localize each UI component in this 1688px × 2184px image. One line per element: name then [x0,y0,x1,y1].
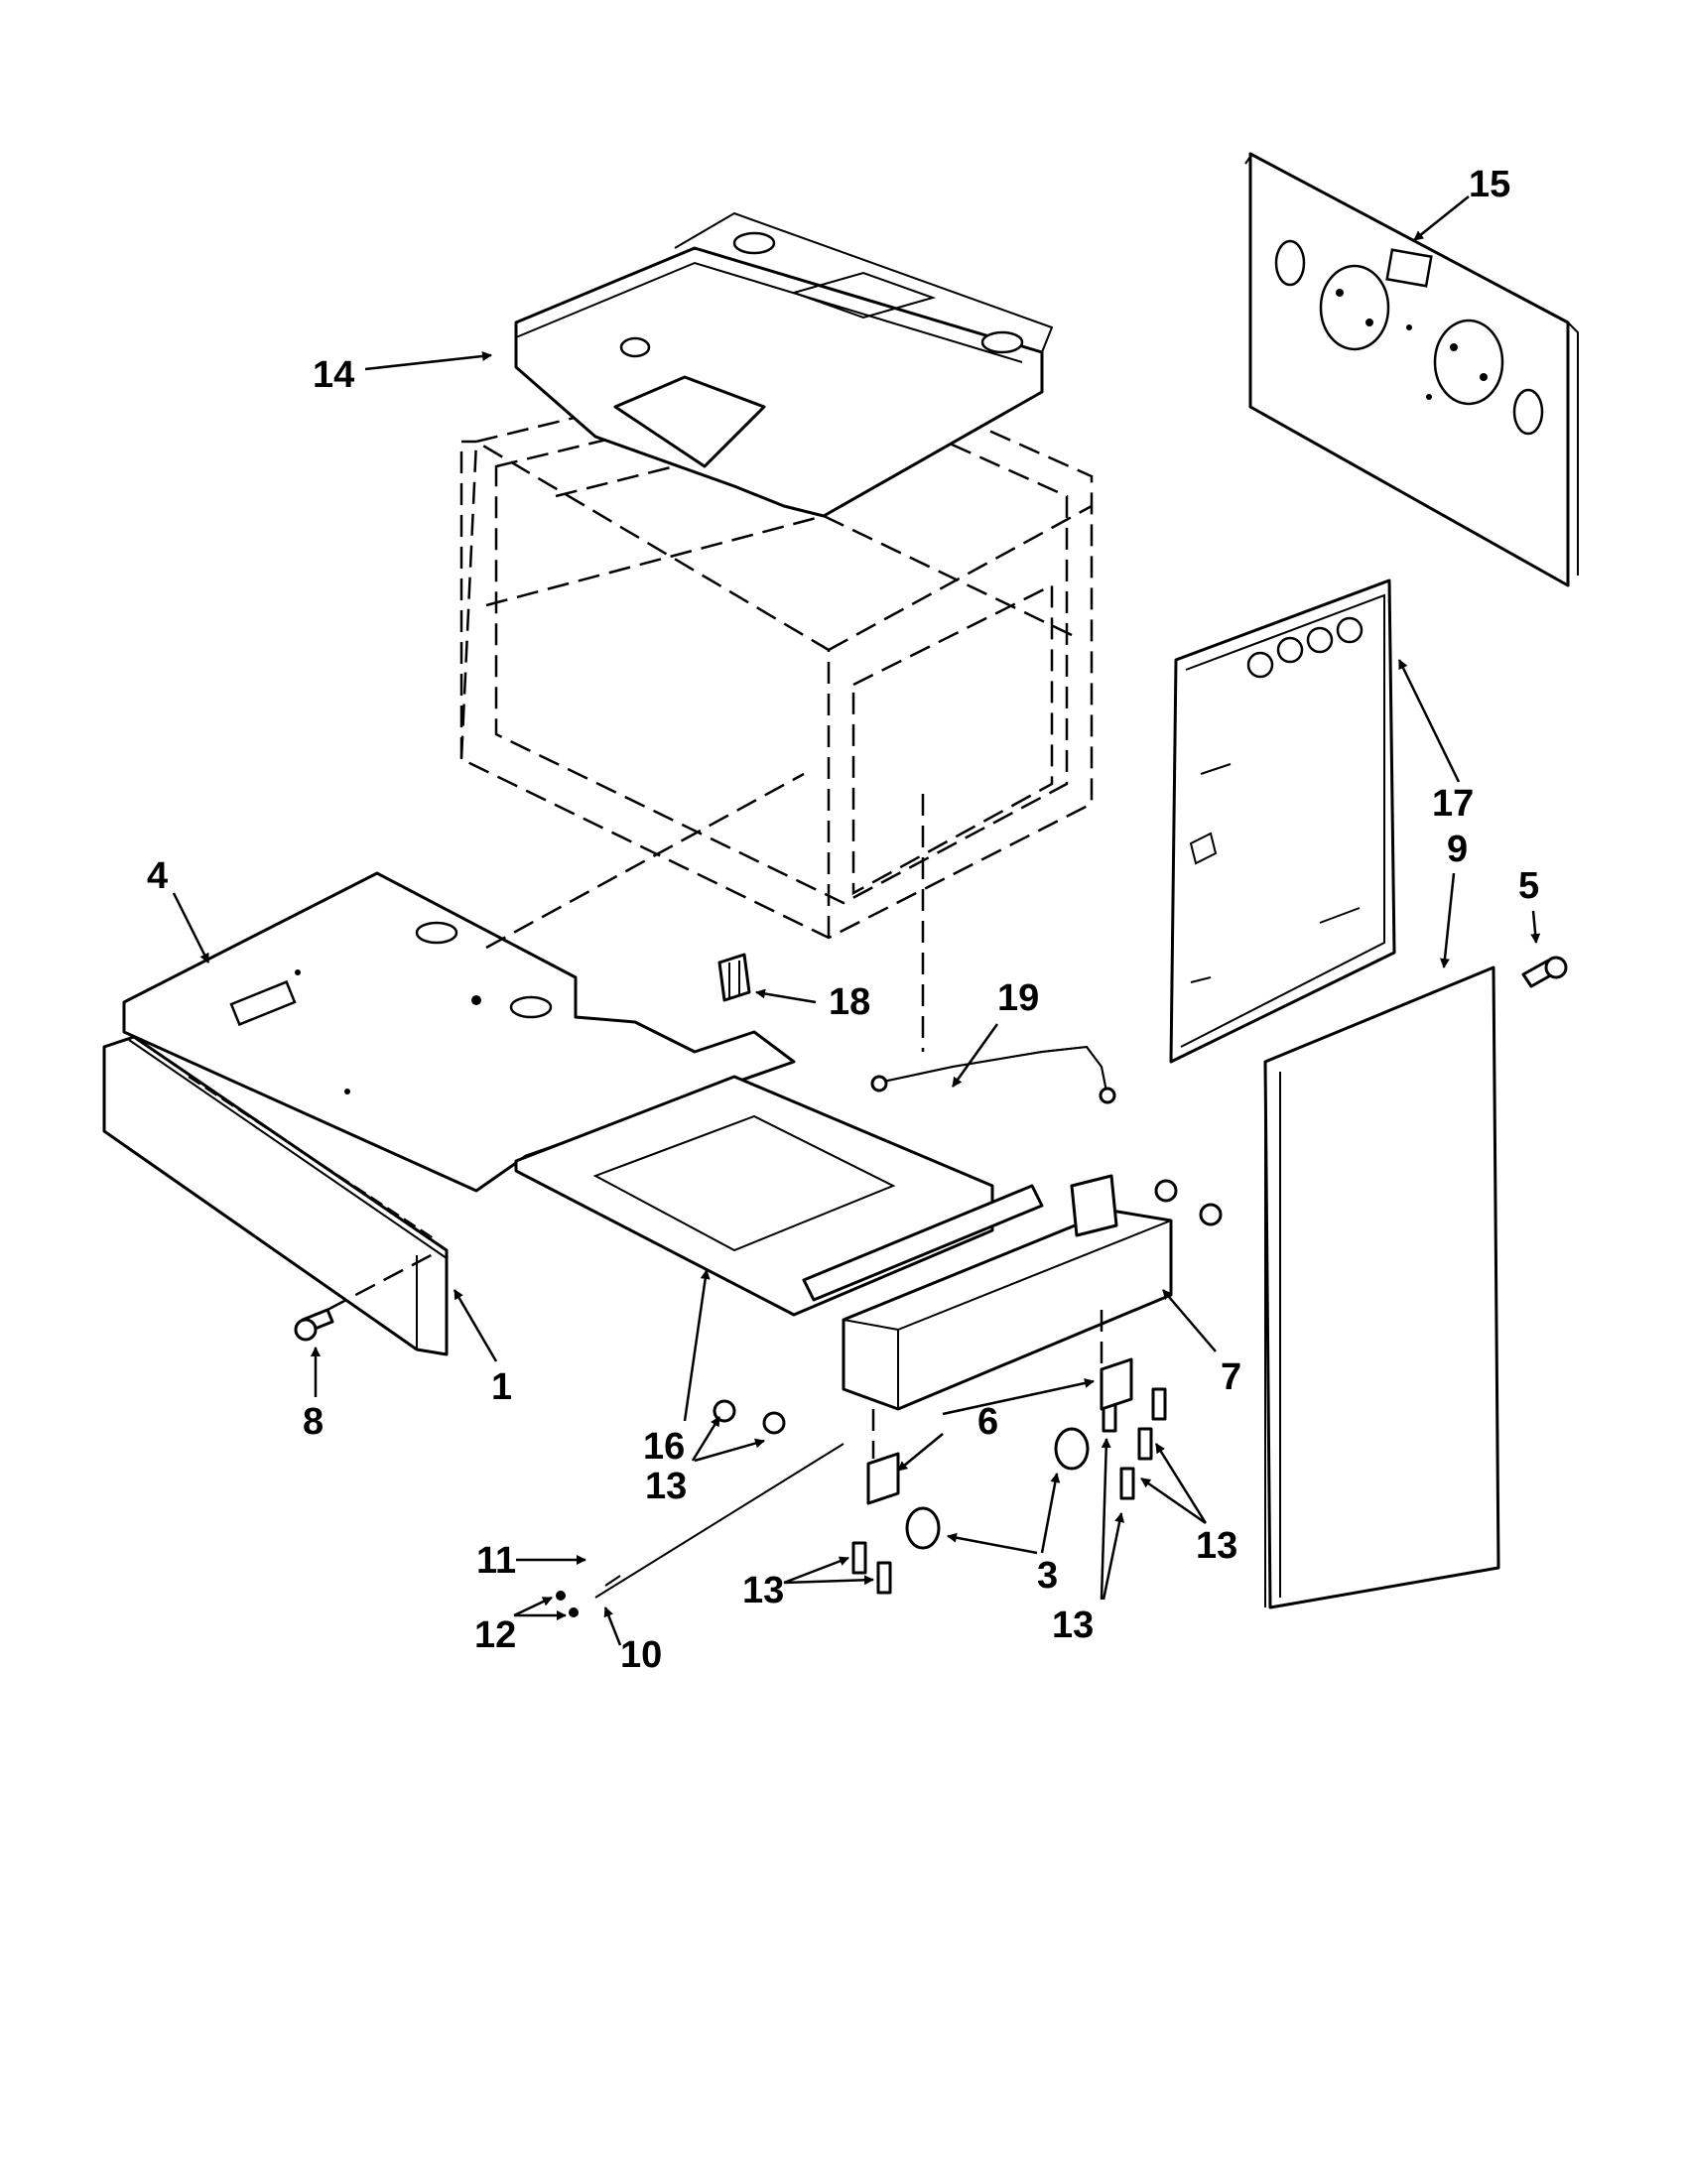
valves-part-3-and-6 [866,1357,1133,1550]
leader-arrows [172,195,1541,1646]
side-trim-panel-part-9 [1263,965,1500,1609]
callout-5: 5 [1518,865,1539,907]
callout-3: 3 [1037,1555,1058,1597]
callout-labels: 14 15 17 9 5 4 18 19 7 1 8 16 6 13 3 13 … [147,164,1539,1676]
callout-1: 1 [491,1366,512,1408]
rear-panel-part-15 [1244,152,1579,587]
callout-13-left: 13 [645,1466,687,1507]
callout-6: 6 [977,1401,998,1443]
callout-13-lower-right: 13 [1052,1605,1094,1646]
screw-part-8 [294,1308,334,1342]
bottom-panel-part-4 [122,871,796,1193]
top-panel-part-14 [514,211,1054,518]
callout-16: 16 [643,1426,685,1468]
bracket-part-18 [717,953,751,1002]
callout-11: 11 [476,1540,516,1582]
callout-18: 18 [829,981,870,1023]
front-trim-part-1 [102,1035,449,1356]
side-panel-part-17 [1169,578,1396,1064]
gas-tube-part-19 [870,1045,1116,1104]
callout-10: 10 [620,1634,662,1676]
callout-13-lower-left: 13 [742,1570,784,1611]
callout-7: 7 [1221,1356,1241,1398]
callout-17: 17 [1432,783,1474,825]
bottom-tray-part-16 [514,1075,1044,1317]
callout-13-right: 13 [1196,1525,1237,1567]
callout-19: 19 [997,977,1039,1019]
screws-part-13 [713,1179,1223,1595]
callout-4: 4 [147,855,168,897]
callout-12: 12 [474,1614,516,1656]
assembly-lines [326,772,1104,1459]
screw-part-5 [1521,956,1568,988]
rod-and-pins-parts-10-11-12 [556,1443,844,1617]
callout-8: 8 [303,1401,324,1443]
callout-9: 9 [1447,829,1468,870]
callout-14: 14 [313,354,354,396]
callout-15: 15 [1469,164,1510,205]
